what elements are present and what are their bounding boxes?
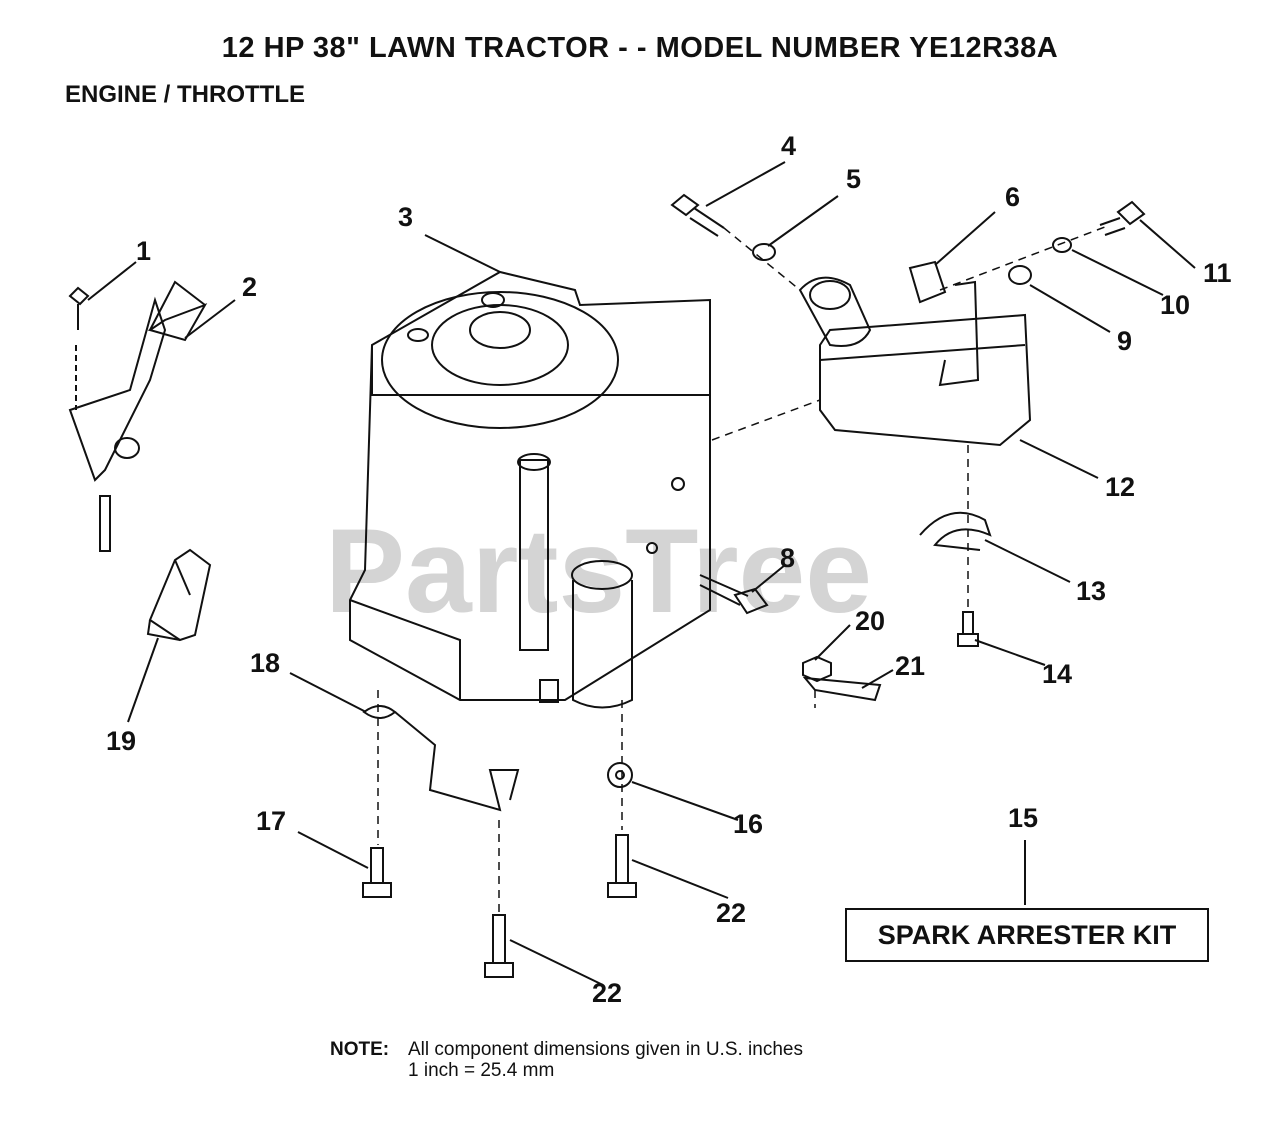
muffler-drawing [798,260,1032,447]
callout-10: 10 [1160,290,1190,320]
callout-16: 16 [733,809,763,839]
callout-1: 1 [136,236,151,266]
callout-3: 3 [398,202,413,232]
callout-11: 11 [1203,258,1232,288]
assembly-lines [377,224,1111,912]
page-title: 12 HP 38" LAWN TRACTOR - - MODEL NUMBER … [221,32,1059,64]
note-label: NOTE: [330,1039,390,1060]
dimension-note: NOTE: All component dimensions given in U… [330,1039,803,1081]
callout-17: 17 [256,806,286,836]
callout-2: 2 [242,272,257,302]
callout-4: 4 [781,131,796,161]
callout-18: 18 [250,648,280,678]
watermark: PartsTree [325,504,872,638]
engine-drawing [349,270,711,709]
callout-22: 22 [592,978,622,1008]
hardware-drawing [362,193,1146,978]
spark-arrester-kit-box: SPARK ARRESTER KIT [845,908,1209,962]
leader-lines [87,161,1196,986]
note-line-2: 1 inch = 25.4 mm [408,1060,555,1081]
throttle-clip-drawing [146,548,212,642]
callout-12: 12 [1105,472,1135,502]
callout-22: 22 [716,898,746,928]
section-subtitle: ENGINE / THROTTLE [65,81,305,108]
callout-14: 14 [1042,659,1072,689]
callout-20: 20 [855,606,885,636]
callout-15: 15 [1008,803,1038,833]
callout-5: 5 [846,164,861,194]
callout-9: 9 [1117,326,1132,356]
note-line-1: All component dimensions given in U.S. i… [408,1039,803,1060]
callout-6: 6 [1005,182,1020,212]
callout-19: 19 [106,726,136,756]
callout-13: 13 [1076,576,1106,606]
callout-8: 8 [780,543,795,573]
throttle-bracket-drawing [68,280,208,552]
spark-arrester-kit-label: SPARK ARRESTER KIT [877,919,1177,950]
callout-21: 21 [895,651,925,681]
